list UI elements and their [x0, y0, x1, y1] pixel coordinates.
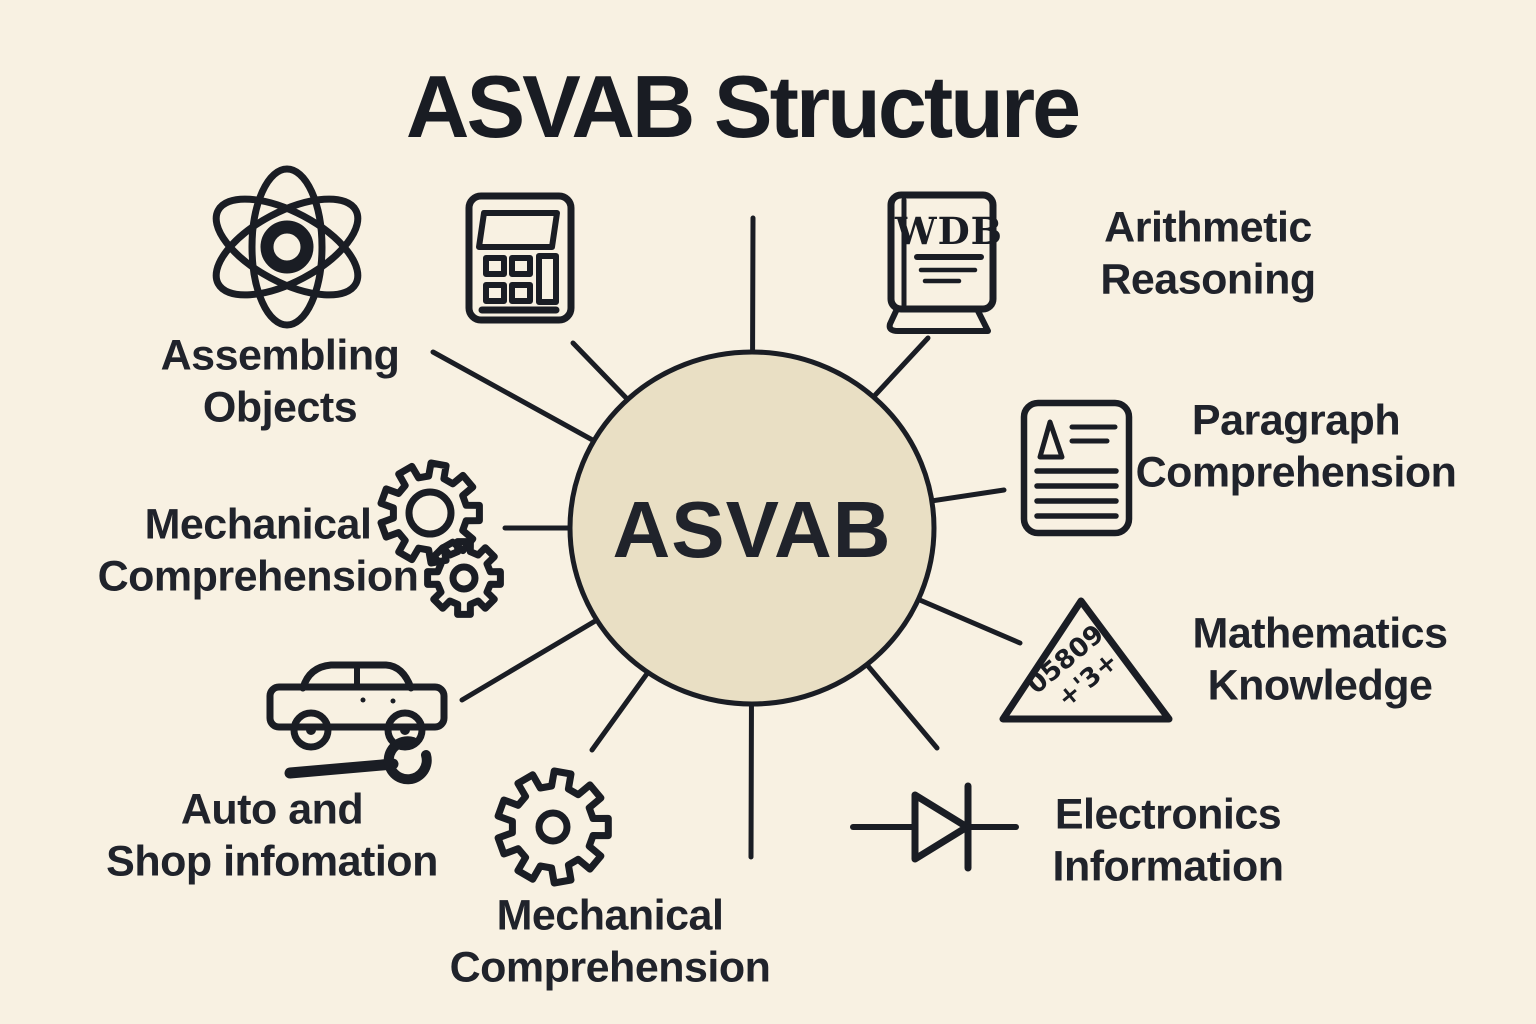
page-title: ASVAB Structure — [405, 57, 1081, 156]
gear-icon — [494, 767, 612, 887]
atom-icon — [212, 165, 362, 329]
car-wrench-icon — [266, 661, 448, 785]
label-mechanical-comprehension-left: Mechanical Comprehension — [97, 500, 419, 601]
book-cover-text: WDB — [894, 209, 1003, 253]
label-assembling-objects: Assembling Objects — [160, 331, 400, 432]
hub-circle — [567, 349, 937, 707]
label-arithmetic-reasoning: Arithmetic Reasoning — [1100, 203, 1316, 304]
diode-icon — [850, 782, 1019, 872]
label-electronics-information: Electronics Information — [1052, 790, 1284, 891]
book-icon: WDB — [886, 191, 1003, 334]
label-mechanical-comprehension-bottom: Mechanical Comprehension — [449, 891, 771, 992]
hub-label: ASVAB — [612, 485, 892, 574]
label-paragraph-comprehension: Paragraph Comprehension — [1135, 396, 1457, 497]
double-gears-icon — [377, 459, 504, 618]
math-triangle-icon: 05809 +'3+ — [999, 597, 1173, 723]
label-auto-shop-information: Auto and Shop infomation — [106, 785, 438, 886]
document-icon — [1020, 399, 1133, 537]
calculator-icon — [465, 192, 575, 324]
label-mathematics-knowledge: Mathematics Knowledge — [1192, 609, 1448, 710]
